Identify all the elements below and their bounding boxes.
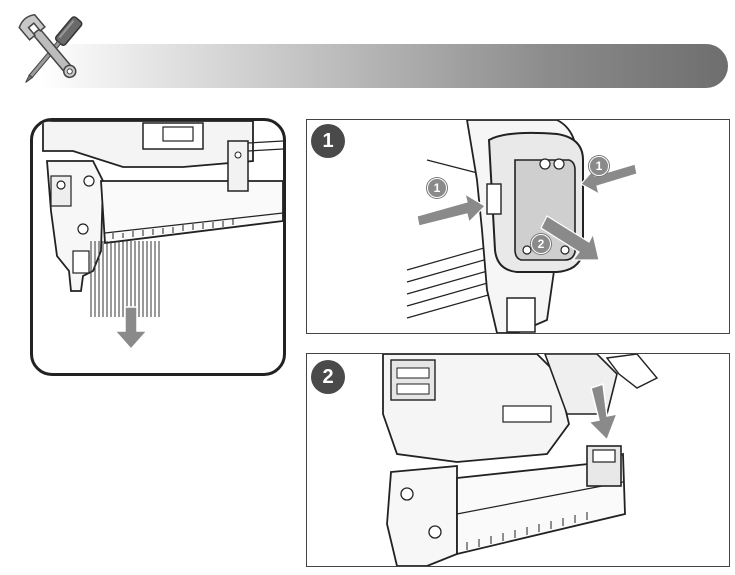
step-number-badge: 2 <box>311 360 345 394</box>
callout-press-left: 1 <box>427 178 447 198</box>
wrench-screwdriver-icon <box>18 13 83 83</box>
step-2-panel: 2 <box>306 353 730 567</box>
arrow-down-icon <box>113 306 149 351</box>
arrow-press-left-icon <box>416 192 486 227</box>
step-number-badge: 1 <box>311 124 345 158</box>
nailer-magazine-drawing <box>42 121 283 351</box>
step-1-panel: 1 1 1 2 <box>306 119 730 334</box>
arrow-slide-out-icon <box>540 215 600 261</box>
callout-slide-out: 2 <box>531 234 551 254</box>
section-header-bar <box>40 44 728 88</box>
nailer-front-drawing <box>382 354 659 566</box>
nail-removal-illustration <box>30 118 286 376</box>
arrow-push-down-icon <box>587 382 619 442</box>
battery-removal-drawing <box>406 120 638 333</box>
callout-press-right: 1 <box>589 156 609 176</box>
